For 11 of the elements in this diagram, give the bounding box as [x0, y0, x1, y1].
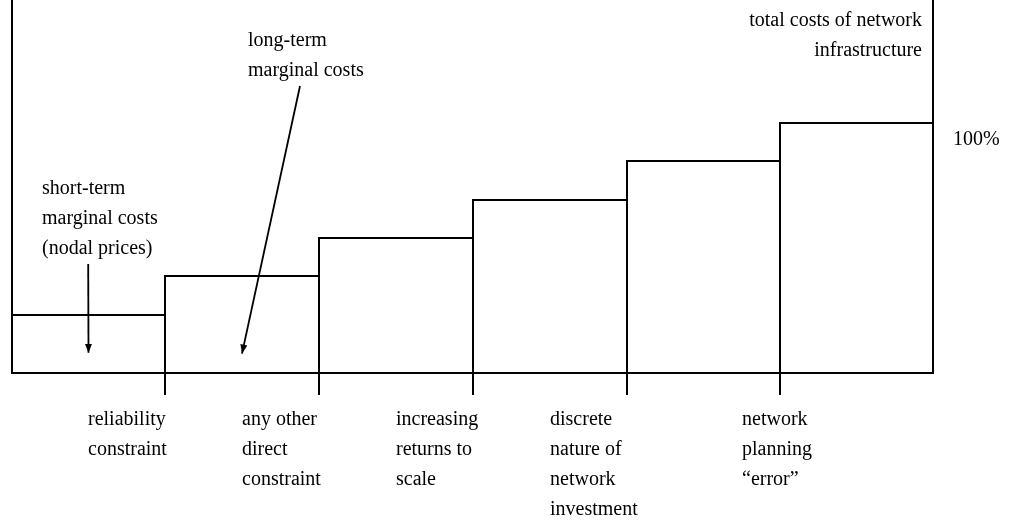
- category-label: any other direct constraint: [242, 406, 322, 491]
- leader-arrow: [84, 263, 93, 354]
- category-label: reliability constraint: [88, 406, 168, 461]
- annotation-text: long-term marginal costs: [248, 27, 365, 83]
- percent-label: 100%: [953, 126, 1001, 151]
- category-label: network planning “error”: [742, 406, 813, 491]
- category-label: increasing returns to scale: [396, 406, 480, 491]
- annotation-text: short-term marginal costs (nodal prices): [42, 175, 159, 261]
- category-label: discrete nature of network investment: [550, 406, 639, 521]
- axis-caption: total costs of network infrastructure: [748, 7, 922, 62]
- leader-arrow: [240, 85, 301, 355]
